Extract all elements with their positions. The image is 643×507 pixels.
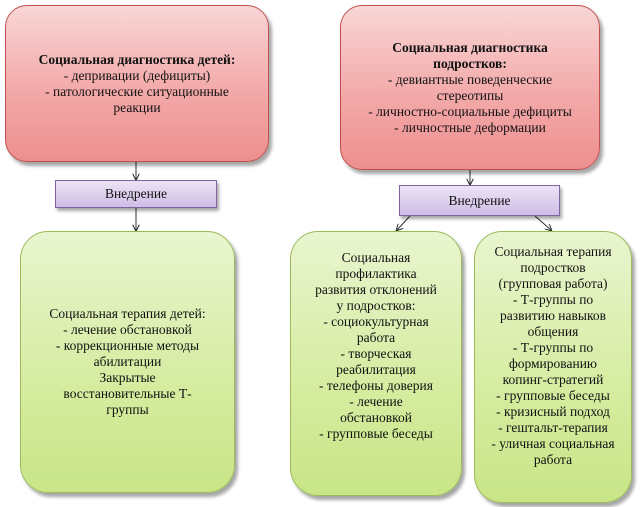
teen-diagnosis-item: - девиантные поведенческие — [387, 71, 553, 87]
teen-therapy-line: - уличная социальная — [491, 436, 615, 451]
teen-therapy-line: работа — [533, 452, 573, 467]
teen-prevention-box: Социальная профилактика развития отклоне… — [290, 231, 462, 496]
prevention-line: развития отклонений — [315, 282, 437, 297]
teen-therapy-line: - кризисный подход — [496, 404, 610, 419]
teen-therapy-line: подростков — [520, 260, 586, 275]
children-diagnosis-box: Социальная диагностика детей: - депривац… — [5, 5, 269, 162]
teen-therapy-line: - Т-группы по — [512, 340, 594, 355]
teen-diagnosis-item: - личностные деформации — [394, 119, 546, 135]
therapy-line: Социальная терапия детей: — [49, 306, 206, 321]
arrow-impl-to-prevention — [397, 215, 411, 230]
children-therapy-box: Социальная терапия детей: - лечение обст… — [20, 231, 235, 493]
teen-therapy-line: - Т-группы по — [512, 292, 594, 307]
teen-therapy-line: развитию навыков — [500, 308, 606, 323]
children-diagnosis-title: Социальная диагностика детей: — [38, 51, 236, 67]
teen-diagnosis-box: Социальная диагностика подростков: - дев… — [340, 5, 600, 170]
children-diagnosis-item: - депривации (дефициты) — [63, 67, 211, 83]
teen-therapy-line: формированию — [508, 356, 598, 371]
teen-therapy-line: (групповая работа) — [498, 276, 608, 291]
implementation-label: Внедрение — [448, 192, 511, 208]
prevention-line: - творческая — [340, 346, 412, 361]
teen-diagnosis-item: стереотипы — [436, 87, 504, 103]
prevention-line: - социокультурная — [323, 314, 429, 329]
therapy-line: группы — [106, 402, 149, 417]
teen-therapy-box: Социальная терапия подростков (групповая… — [474, 231, 632, 503]
teen-therapy-line: - групповые беседы — [496, 388, 610, 403]
therapy-line: Закрытые — [99, 370, 156, 385]
teen-therapy-line: общения — [527, 324, 579, 339]
prevention-line: - групповые беседы — [319, 426, 433, 441]
therapy-line: абилитации — [93, 354, 162, 369]
prevention-line: Социальная — [341, 250, 411, 265]
prevention-line: работа — [356, 330, 396, 345]
children-diagnosis-item: - патологические ситуационные — [45, 83, 229, 99]
prevention-line: - лечение — [349, 394, 403, 409]
teen-therapy-line: копинг-стратегий — [502, 372, 604, 387]
teen-therapy-line: Социальная терапия — [494, 244, 612, 259]
prevention-line: у подростков: — [336, 298, 416, 313]
arrow-impl-to-teen-therapy — [534, 215, 551, 230]
teen-diagnosis-title: Социальная диагностика — [392, 39, 548, 55]
implementation-label: Внедрение — [104, 186, 168, 201]
implementation-box-left: Внедрение — [55, 180, 217, 208]
teen-therapy-line: - гештальт-терапия — [498, 420, 608, 435]
prevention-line: - телефоны доверия — [319, 378, 433, 393]
therapy-line: восстановительные Т- — [63, 386, 192, 401]
children-diagnosis-item: реакции — [113, 99, 161, 115]
implementation-box-right: Внедрение — [399, 185, 560, 216]
therapy-line: - коррекционные методы — [55, 338, 200, 353]
prevention-line: реабилитация — [336, 362, 416, 377]
teen-diagnosis-item: - личностно-социальные дефициты — [368, 103, 572, 119]
prevention-line: профилактика — [335, 266, 417, 281]
therapy-line: - лечение обстановкой — [63, 322, 192, 337]
teen-diagnosis-title: подростков: — [433, 55, 507, 71]
prevention-line: обстановкой — [340, 410, 412, 425]
